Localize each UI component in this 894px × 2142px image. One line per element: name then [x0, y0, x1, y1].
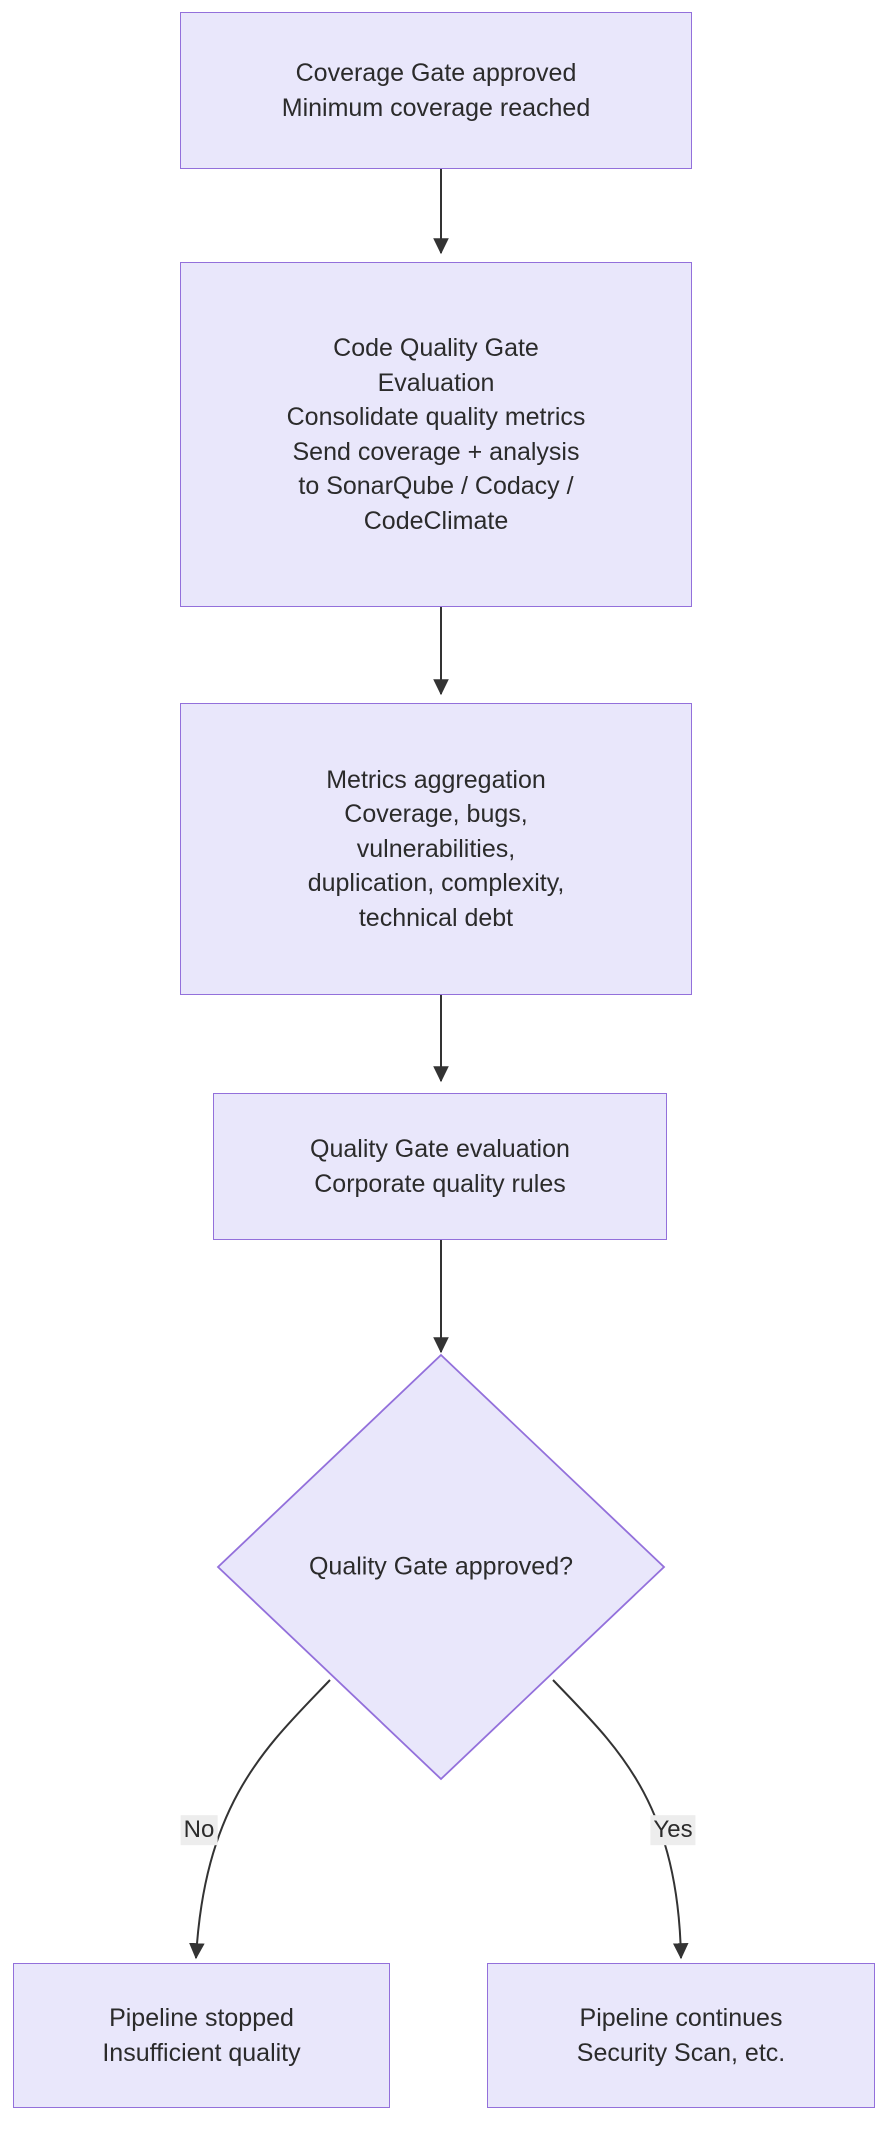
edge-label-no: No [180, 1815, 218, 1845]
decision-diamond-shape [216, 1353, 666, 1781]
node-line: CodeClimate [363, 506, 509, 535]
node-line: Consolidate quality metrics [286, 403, 586, 431]
node-line: Pipeline stopped [109, 2004, 294, 2032]
node-line: Coverage Gate approved [295, 59, 577, 87]
node-line: Security Scan, etc. [576, 2038, 786, 2067]
node-line: Send coverage + analysis [292, 437, 580, 466]
node-pipeline-stopped[interactable]: Pipeline stopped Insufficient quality [13, 1963, 390, 2108]
node-code-quality-gate[interactable]: Code Quality Gate Evaluation Consolidate… [180, 262, 692, 607]
node-quality-gate-evaluation[interactable]: Quality Gate evaluation Corporate qualit… [213, 1093, 667, 1240]
node-quality-gate-decision-label[interactable]: Quality Gate approved? [308, 1552, 574, 1581]
node-line: Metrics aggregation [326, 765, 546, 794]
node-line: Evaluation [377, 368, 495, 397]
node-line: Corporate quality rules [314, 1169, 566, 1198]
node-line: Coverage, bugs, [344, 800, 528, 829]
node-line: vulnerabilities, [356, 834, 516, 863]
node-line: Code Quality Gate [333, 334, 539, 362]
node-line: Insufficient quality [102, 2038, 301, 2067]
node-coverage-gate-approved[interactable]: Coverage Gate approved Minimum coverage … [180, 12, 692, 169]
node-line: Quality Gate evaluation [310, 1135, 570, 1163]
edge-label-yes: Yes [650, 1815, 696, 1845]
node-line: Minimum coverage reached [281, 93, 591, 122]
node-line: technical debt [358, 903, 514, 932]
node-line: to SonarQube / Codacy / [298, 472, 574, 500]
node-pipeline-continues[interactable]: Pipeline continues Security Scan, etc. [487, 1963, 875, 2108]
node-line: duplication, complexity, [307, 869, 565, 898]
node-metrics-aggregation[interactable]: Metrics aggregation Coverage, bugs, vuln… [180, 703, 692, 995]
node-line: Pipeline continues [579, 2004, 783, 2032]
